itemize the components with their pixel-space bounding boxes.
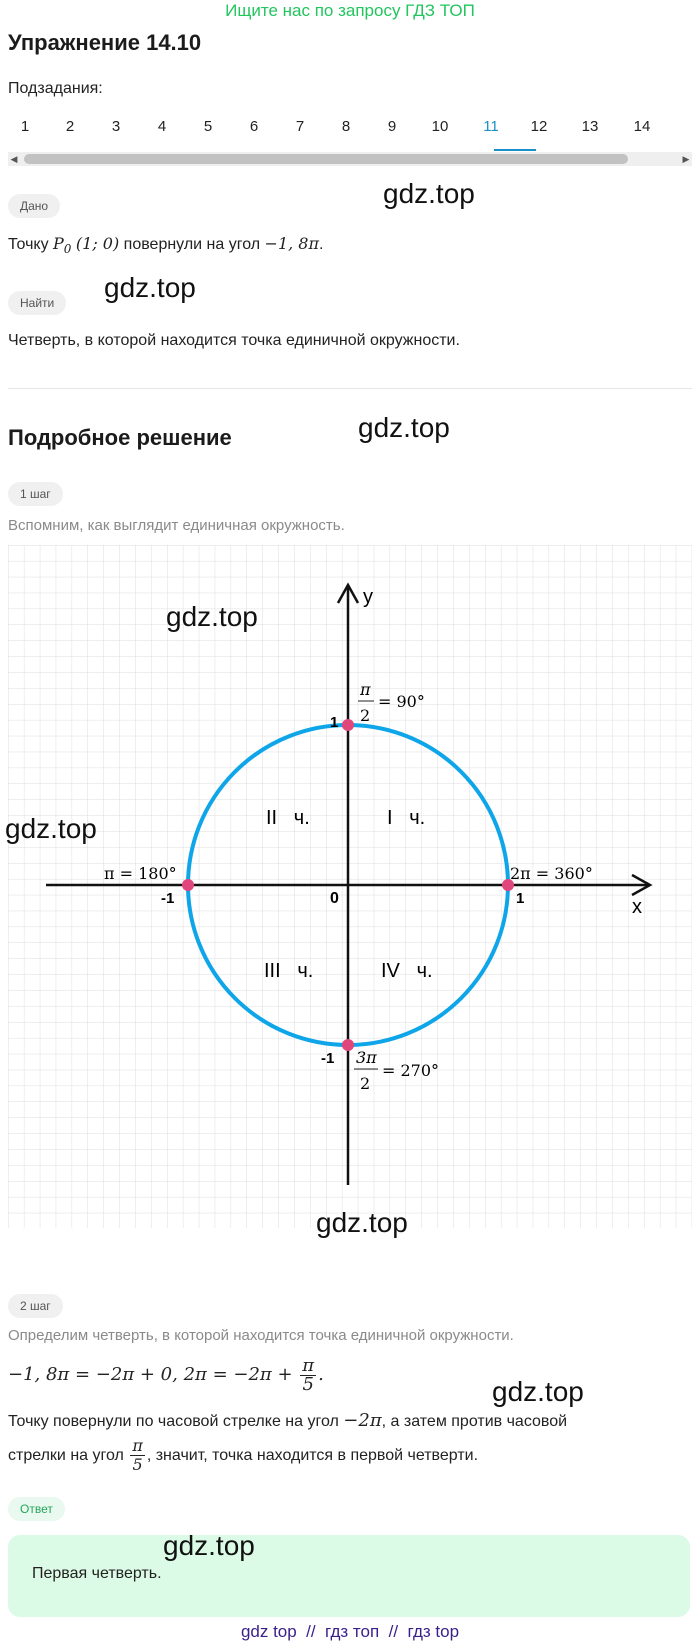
label-top-rest: = 90° [378,692,425,711]
line2-a: стрелки на угол [8,1447,129,1464]
origin-label: 0 [330,890,339,907]
given-point: P [53,234,64,253]
quadrant-2-label: II ч. [266,807,310,829]
label-top-num: π [359,680,371,699]
scroll-left-icon[interactable]: ◀ [10,154,18,164]
tick-neg-x: -1 [161,890,174,907]
tab-subtask-8[interactable]: 8 [341,118,351,135]
page-title: Упражнение 14.10 [8,30,202,55]
given-badge: Дано [8,194,61,218]
tab-subtask-10[interactable]: 10 [431,118,449,135]
given-coords: (1; 0) [75,234,120,253]
x-axis-arrow-icon [631,873,653,897]
watermark: gdz.top [383,178,475,209]
formula-main: −1, 8π = −2π + 0, 2π = −2π + [8,1364,299,1385]
find-text: Четверть, в которой находится точка един… [8,332,460,349]
scroll-right-icon[interactable]: ▶ [682,154,690,164]
find-badge: Найти [8,291,67,315]
x-axis-label: x [632,896,642,918]
footer-links[interactable]: gdz top // гдз топ // гдз top [240,1622,460,1641]
solution-title: Подробное решение [8,425,232,450]
watermark: gdz.top [358,412,450,443]
point-360 [502,879,514,891]
label-bottom-num: 3π [356,1048,377,1067]
active-tab-underline [494,149,536,151]
point-180 [182,879,194,891]
line2-den: 5 [132,1455,143,1475]
step2-badge: 2 шаг [8,1294,63,1318]
tab-subtask-5[interactable]: 5 [203,118,213,135]
step1-text: Вспомним, как выглядит единичная окружно… [8,517,345,534]
watermark: gdz.top [166,601,258,632]
y-axis-label: y [363,586,373,608]
scrollbar-thumb[interactable] [24,154,628,164]
grid-background [8,545,692,1228]
line1-b: , а затем против часовой [381,1413,568,1430]
label-top-den: 2 [360,706,370,725]
quadrant-3-label: III ч. [264,960,313,982]
answer-box: Первая четверть. [8,1535,690,1617]
line1-math: −2π [343,1410,382,1431]
given-point-sub: 0 [63,242,72,257]
answer-text: Первая четверть. [32,1565,162,1582]
label-bottom-rest: = 270° [382,1061,439,1080]
label-right: 2π = 360° [510,864,593,883]
step2-line1: Точку повернули по часовой стрелке на уг… [8,1408,567,1435]
given-angle: −1, 8π [264,234,319,253]
step2-text: Определим четверть, в которой находится … [8,1327,514,1344]
label-bottom-den: 2 [360,1074,370,1093]
watermark: gdz.top [5,813,97,844]
tab-subtask-4[interactable]: 4 [157,118,167,135]
tab-subtask-9[interactable]: 9 [387,118,397,135]
watermark: gdz.top [104,272,196,303]
label-left: π = 180° [104,864,177,883]
tab-subtask-1[interactable]: 1 [20,118,30,135]
section-divider [8,388,692,389]
tab-subtask-11[interactable]: 11 [483,118,499,135]
tick-pos-y: 1 [330,714,338,731]
tab-subtask-3[interactable]: 3 [111,118,121,135]
watermark: gdz.top [316,1207,408,1238]
quadrant-4-label: IV ч. [381,960,433,982]
given-text-after: . [319,236,324,253]
given-text: Точку P0 (1; 0) повернули на угол −1, 8π… [8,233,323,260]
unit-circle-figure: y x 0 1 -1 1 -1 I ч. II ч. III ч. IV ч. … [8,545,692,1228]
formula-den: 5 [302,1373,314,1395]
tab-subtask-2[interactable]: 2 [65,118,75,135]
tab-subtask-6[interactable]: 6 [249,118,259,135]
tick-pos-x: 1 [516,890,524,907]
tab-subtask-7[interactable]: 7 [295,118,305,135]
given-text-middle: повернули на угол [119,236,265,253]
point-270 [342,1039,354,1051]
answer-badge: Ответ [8,1497,65,1521]
tab-subtask-13[interactable]: 13 [581,118,599,135]
step1-badge: 1 шаг [8,482,63,506]
subtasks-label: Подзадания: [8,80,103,97]
formula-num: π [300,1354,317,1376]
subtask-tabs: 1 2 3 4 5 6 7 8 9 10 11 12 13 14 [8,112,692,152]
watermark: gdz.top [492,1376,584,1407]
tab-subtask-14[interactable]: 14 [633,118,651,135]
y-axis-arrow-icon [336,582,360,604]
tick-neg-y: -1 [321,1050,334,1067]
tabs-scrollbar[interactable]: ◀ ▶ [8,152,692,166]
line2-b: , значит, точка находится в первой четве… [146,1447,479,1464]
tab-subtask-12[interactable]: 12 [530,118,548,135]
formula-end: . [318,1364,324,1385]
line1-a: Точку повернули по часовой стрелке на уг… [8,1413,344,1430]
watermark: gdz.top [163,1530,255,1561]
top-banner[interactable]: Ищите нас по запросу ГДЗ ТОП [225,1,475,20]
quadrant-1-label: I ч. [387,807,425,829]
given-text-before: Точку [8,236,54,253]
line2-num: π [130,1436,145,1457]
point-90 [342,719,354,731]
